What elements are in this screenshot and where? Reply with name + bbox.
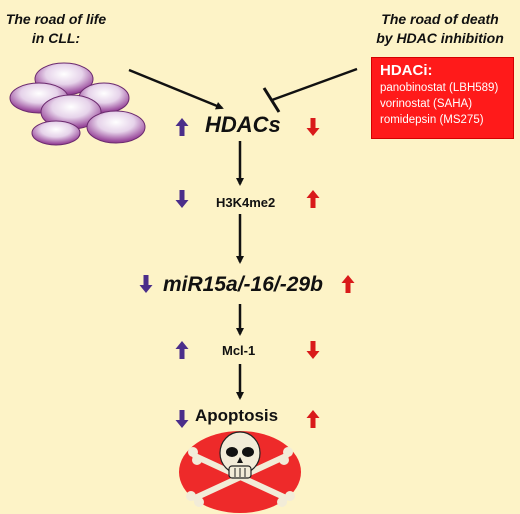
hdaci-direction-arrow-1 bbox=[306, 118, 320, 136]
node-mcl-1: Mcl-1 bbox=[222, 343, 256, 358]
node-apoptosis: Apoptosis bbox=[195, 406, 279, 425]
cll-cells-icon bbox=[9, 62, 146, 146]
cll-direction-arrow-2 bbox=[175, 190, 189, 208]
road-of-life-title-line-2: in CLL: bbox=[31, 30, 81, 46]
road-of-life-title-line-1: The road of life bbox=[5, 11, 107, 27]
cll-direction-arrow-3 bbox=[139, 275, 153, 293]
hdaci-box: HDACi: panobinostat (LBH589) vorinostat … bbox=[371, 57, 514, 139]
hdaci-direction-arrow-5 bbox=[306, 410, 320, 428]
cll-direction-arrow-5 bbox=[175, 410, 189, 428]
hdaci-drug-panobinostat: panobinostat (LBH589) bbox=[380, 82, 499, 94]
road-of-death-title: The road of death by HDAC inhibition bbox=[362, 10, 518, 48]
hdaci-inhibition-arrow bbox=[262, 67, 358, 113]
hdaci-drug-vorinostat: vorinostat (SAHA) bbox=[380, 98, 473, 110]
hdaci-box-title: HDACi: bbox=[380, 62, 433, 79]
hdaci-direction-arrow-3 bbox=[341, 275, 355, 293]
cll-direction-arrow-4 bbox=[175, 341, 189, 359]
cll-direction-arrow-1 bbox=[175, 118, 189, 136]
hdaci-drug-romidepsin: romidepsin (MS275) bbox=[380, 114, 484, 126]
node-hdacs: HDACs bbox=[205, 112, 281, 137]
skull-crossbones-icon bbox=[179, 431, 301, 513]
node-h3k4me2: H3K4me2 bbox=[216, 195, 276, 210]
node-mir15a-16-29b: miR15a/-16/-29b bbox=[163, 273, 323, 296]
direction-arrows bbox=[139, 118, 355, 428]
cll-arrow bbox=[128, 68, 224, 110]
hdaci-direction-arrow-2 bbox=[306, 190, 320, 208]
road-of-death-title-line-1: The road of death bbox=[381, 11, 499, 27]
road-of-death-title-line-2: by HDAC inhibition bbox=[376, 30, 504, 46]
road-of-life-title: The road of life in CLL: bbox=[4, 10, 108, 48]
hdaci-direction-arrow-4 bbox=[306, 341, 320, 359]
